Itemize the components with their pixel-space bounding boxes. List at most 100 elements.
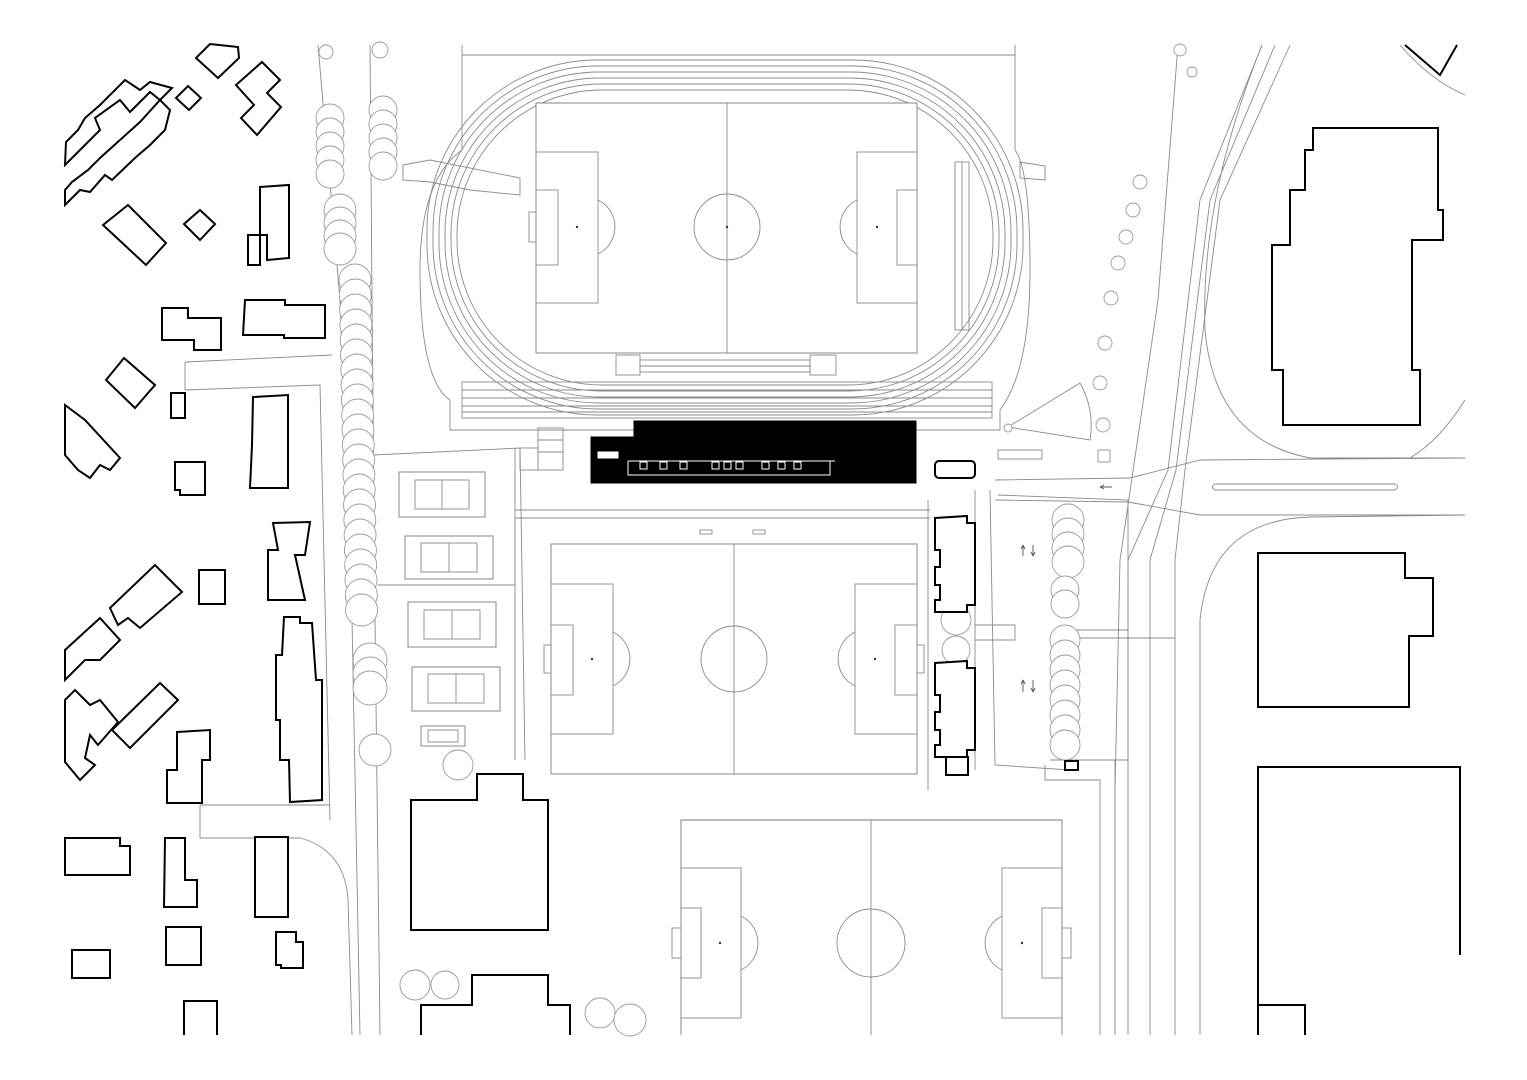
tree [1186,66,1198,78]
grandstand-steps-b [519,447,539,471]
training-centre-circle [700,625,768,693]
grandstand-window [659,461,668,470]
south-arc-west [740,915,759,971]
track-inner [456,89,994,386]
main-road-lane [1149,44,1276,1035]
main-road-edge-east [1174,44,1291,1035]
building [165,926,202,966]
tree [584,997,616,1029]
grandstand-window [711,461,720,470]
grandstand-window [735,461,744,470]
main-road-edge-west [1127,44,1263,1035]
stadium-penalty-arc-east [839,199,858,255]
traffic-arrow-icon [1099,484,1112,490]
tree [323,232,357,266]
track-lane-4 [450,83,1000,392]
stadium-goal-west [528,211,537,243]
stadium-spot [725,225,729,229]
traffic-arrow-icon [1020,679,1036,693]
pavilion-east [934,460,976,479]
training-bench [752,529,766,535]
south-goal-east [1061,927,1072,959]
stadium-spot [575,225,579,229]
building [64,403,122,480]
building [248,393,289,489]
building [410,773,549,931]
building [64,616,122,683]
stadium-penalty-arc-west [597,199,616,255]
tree [1049,729,1081,761]
tree [1097,335,1113,351]
traffic-arrows [1020,484,1112,693]
buildings [63,42,1461,1035]
building [1064,760,1079,771]
training-goal-west [543,644,552,674]
tree [1095,417,1111,433]
grandstand-steps [537,427,564,471]
bench-east [809,354,837,376]
south-goal-west [671,927,682,959]
tree-rows [315,41,1198,1037]
stadium-outer-wall [461,45,1016,56]
tree [352,670,388,706]
stadium-centre-circle [693,193,761,261]
building [182,208,217,242]
stadium-spot [875,225,879,229]
tree [1132,174,1148,190]
south-centre-circle [836,908,906,978]
building [104,356,157,410]
building [183,1000,218,1035]
kerb-northeast [1204,44,1465,459]
kiosk [997,449,1043,460]
training-spot [590,657,594,661]
west-lane-4 [200,837,353,1036]
tree [368,151,398,181]
track-lane-1 [432,65,1018,410]
grandstand-window [761,461,770,470]
stadium [402,45,1046,431]
training-arc-west [612,631,631,687]
building [110,681,180,750]
tree [399,969,431,1001]
tree [358,733,392,767]
track-lane-3 [444,77,1006,398]
building [247,183,290,266]
tree [318,44,334,60]
side-road-edge [1114,44,1179,1035]
training-bench [699,529,713,535]
tree [1118,229,1134,245]
southeast-wall-b [1055,759,1116,1035]
building [420,974,571,1035]
cross-street-south [994,499,1465,516]
building [161,307,222,351]
sprint-lanes [461,381,993,419]
grandstand-wing [590,436,637,484]
runway-west [402,159,521,196]
building [1258,1004,1306,1035]
building [71,949,111,979]
building [170,392,186,419]
south-pitch-boundary [680,819,1063,1035]
tree [1092,375,1108,391]
building [64,688,120,782]
stadium-goal-area-east [896,189,918,266]
stadium-site-boundary [419,55,1031,431]
south-spot [718,941,722,945]
building [275,931,304,969]
building [241,299,326,339]
west-lane-2 [184,384,331,821]
training-spot [873,657,877,661]
building [194,42,241,80]
building [267,520,312,601]
runway-east [1019,161,1046,181]
mini-court [420,725,466,747]
training-pitch [543,529,925,775]
building [934,514,976,613]
tree [345,593,379,627]
building [934,659,976,758]
south-spot [1020,941,1024,945]
east-path-d [975,624,1016,641]
building [234,60,283,137]
tennis-courts [398,471,501,747]
